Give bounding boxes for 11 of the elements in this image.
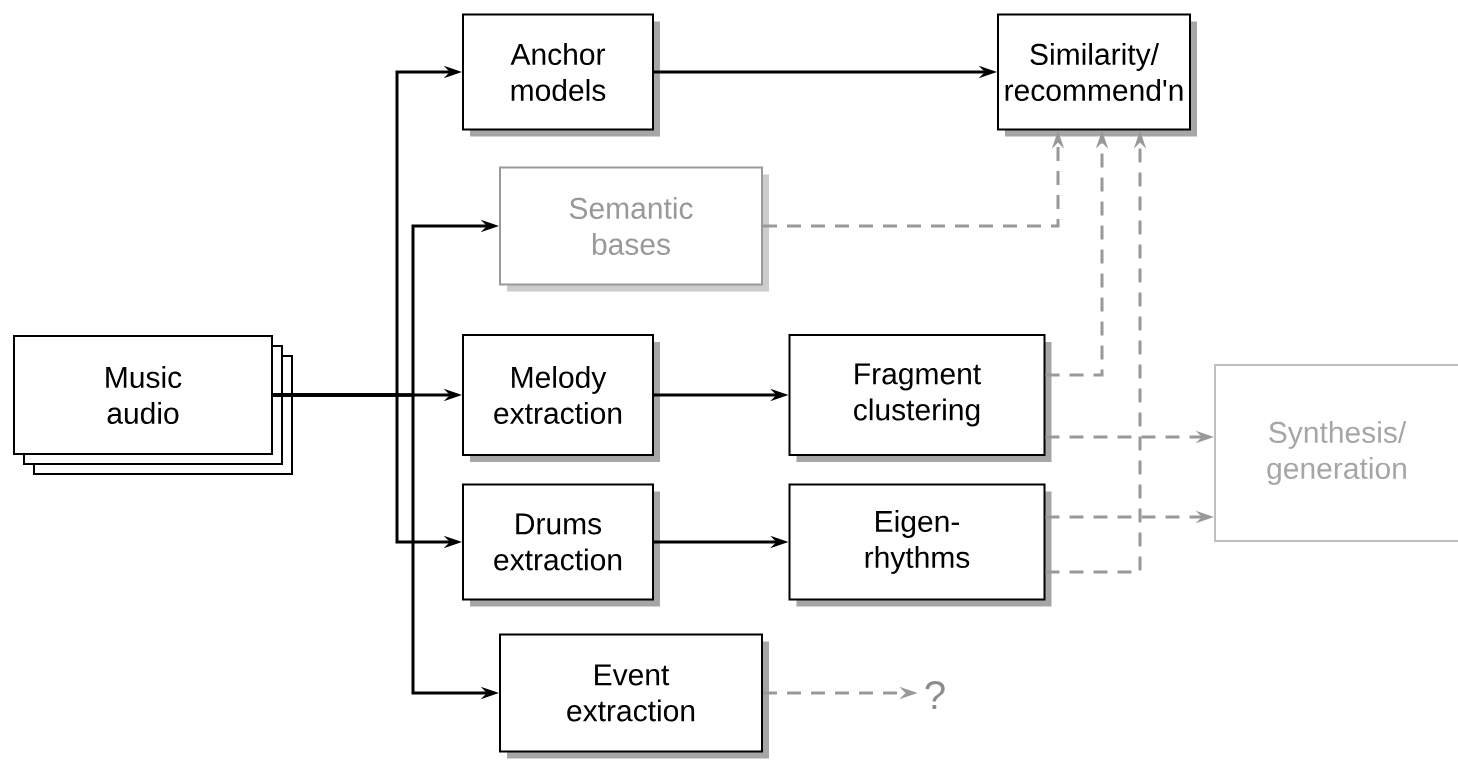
process-box: Semantic bases — [499, 166, 769, 292]
process-box: Fragment clustering — [788, 334, 1052, 462]
process-box: Melody extraction — [462, 334, 660, 462]
process-box: Synthesis/ generation — [1214, 364, 1458, 542]
stacked-document-box: Music audio — [13, 335, 293, 475]
process-box: Event extraction — [499, 633, 769, 759]
process-box: Anchor models — [462, 13, 660, 137]
process-box: Drums extraction — [462, 483, 660, 607]
process-box: Eigen-rhythms — [788, 483, 1052, 607]
question-mark-text: ? — [925, 681, 945, 709]
process-box: Similarity/ recommend'n — [997, 13, 1197, 137]
